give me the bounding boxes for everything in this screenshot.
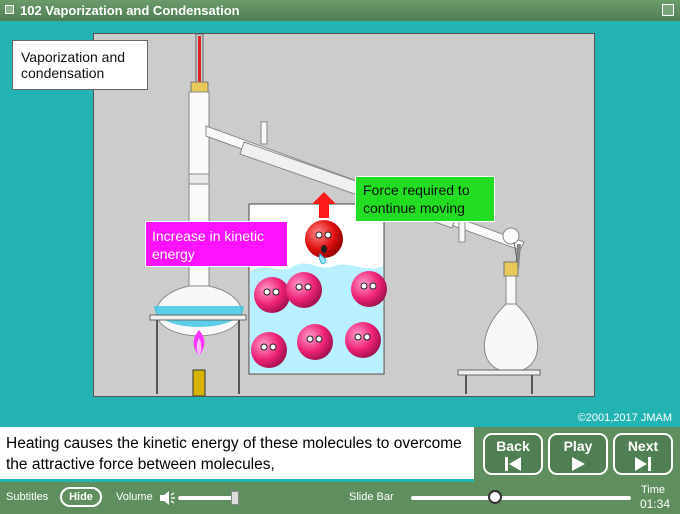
slide-bar-label: Slide Bar bbox=[349, 491, 394, 503]
skip-forward-icon bbox=[635, 457, 651, 471]
bottom-bar: Subtitles Hide Volume Slide Bar Time 01:… bbox=[0, 482, 680, 514]
window-title: 102 Vaporization and Condensation bbox=[20, 3, 240, 18]
force-callout: Force required to continue moving bbox=[355, 176, 495, 222]
slide-title-label: Vaporization and condensation bbox=[12, 40, 148, 90]
play-button-label: Play bbox=[563, 438, 593, 454]
skip-back-icon bbox=[505, 457, 521, 471]
slide-progress-slider[interactable] bbox=[411, 490, 631, 504]
slide-progress-handle[interactable] bbox=[487, 490, 502, 504]
play-button[interactable]: Play bbox=[548, 433, 608, 475]
speaker-icon[interactable] bbox=[158, 489, 176, 507]
copyright-text: ©2001,2017 JMAM bbox=[577, 412, 672, 424]
time-value: 01:34 bbox=[640, 497, 671, 511]
subtitle-panel: Heating causes the kinetic energy of the… bbox=[0, 427, 474, 479]
maximize-icon[interactable] bbox=[662, 4, 674, 16]
subtitles-label: Subtitles bbox=[6, 491, 49, 503]
slide-stage bbox=[93, 33, 595, 397]
play-icon bbox=[572, 457, 585, 471]
next-button-label: Next bbox=[627, 438, 659, 454]
volume-slider-handle[interactable] bbox=[231, 491, 239, 505]
window-menu-icon[interactable] bbox=[5, 5, 14, 14]
time-label: Time bbox=[641, 484, 666, 496]
playback-controls: Back Play Next bbox=[474, 427, 680, 482]
kinetic-energy-callout: Increase in kinetic energy bbox=[145, 221, 288, 267]
back-button[interactable]: Back bbox=[483, 433, 543, 475]
distillation-apparatus-illustration bbox=[149, 34, 541, 396]
title-bar: 102 Vaporization and Condensation bbox=[0, 0, 680, 21]
hide-subtitles-button[interactable]: Hide bbox=[60, 487, 102, 507]
back-button-label: Back bbox=[496, 438, 530, 454]
volume-slider[interactable] bbox=[178, 491, 239, 505]
next-button[interactable]: Next bbox=[613, 433, 673, 475]
volume-label: Volume bbox=[116, 491, 153, 503]
